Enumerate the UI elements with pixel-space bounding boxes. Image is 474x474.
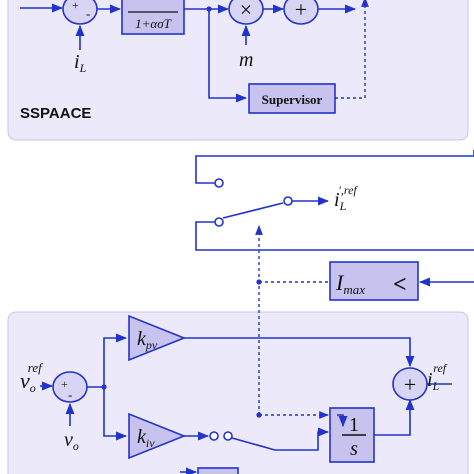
dash-branch-dot [256, 279, 262, 285]
imax-compare-sign: < [393, 272, 407, 298]
vo-label: vo [64, 429, 79, 453]
wire-to-supervisor [208, 9, 248, 103]
imax-block [329, 261, 419, 301]
top-sum-minus: - [86, 6, 90, 21]
iL-ref-output-label: iLref [427, 361, 448, 393]
kiv-gain-block [128, 412, 187, 460]
v-sum-plus: + [61, 377, 68, 391]
kpv-gain-block [128, 314, 187, 362]
switch-contact-lower [214, 217, 224, 227]
sspaace-panel [7, 0, 469, 141]
switch-contact-upper [214, 178, 224, 188]
bottom-clipped-block [197, 467, 239, 474]
top-sum-junction [62, 0, 98, 25]
imax-label: Imax [335, 270, 365, 297]
wire-to-kiv [103, 387, 128, 441]
integrator-denominator: s [350, 438, 358, 460]
switch-blade-bottom [231, 437, 276, 451]
v-sum-minus: - [68, 387, 72, 402]
switch-pivot-top [283, 196, 293, 206]
sspaace-label: SSPAACE [20, 105, 91, 122]
wire-to-integrator [275, 427, 330, 451]
wire-to-kpv [103, 333, 128, 387]
switch-blade-top [222, 202, 284, 219]
top-adder-sign: + [295, 0, 307, 22]
kpv-label: kpv [137, 328, 158, 352]
supervisor-signal-dashed [335, 0, 369, 99]
filter-denominator: 1+ασT [135, 16, 172, 31]
supervisor-block [248, 83, 336, 114]
proportional-path-wire [184, 337, 415, 368]
multiplier-sign: × [240, 0, 252, 22]
top-sum-plus: + [72, 0, 79, 12]
iL-ref-prime-label: iL′,ref [334, 183, 358, 213]
integral-path-wire [374, 398, 415, 436]
kiv-label: kiv [137, 426, 155, 450]
switch-contact-bottom [209, 431, 219, 441]
il-label: iL [74, 51, 87, 75]
lowpass-filter-block [121, 0, 185, 35]
sspaace-output-wire [195, 150, 474, 184]
integrator-numerator: 1 [349, 414, 359, 436]
switch-pivot-bottom [223, 431, 233, 441]
vo-ref-label: voref [20, 360, 44, 395]
m-label: m [239, 49, 253, 71]
reset-hook [337, 414, 348, 428]
pi-adder-sign: + [404, 372, 416, 397]
pi-output-wire [195, 221, 474, 251]
dash-branch-dot-lower [256, 412, 262, 418]
supervisor-label: Supervisor [262, 92, 323, 107]
